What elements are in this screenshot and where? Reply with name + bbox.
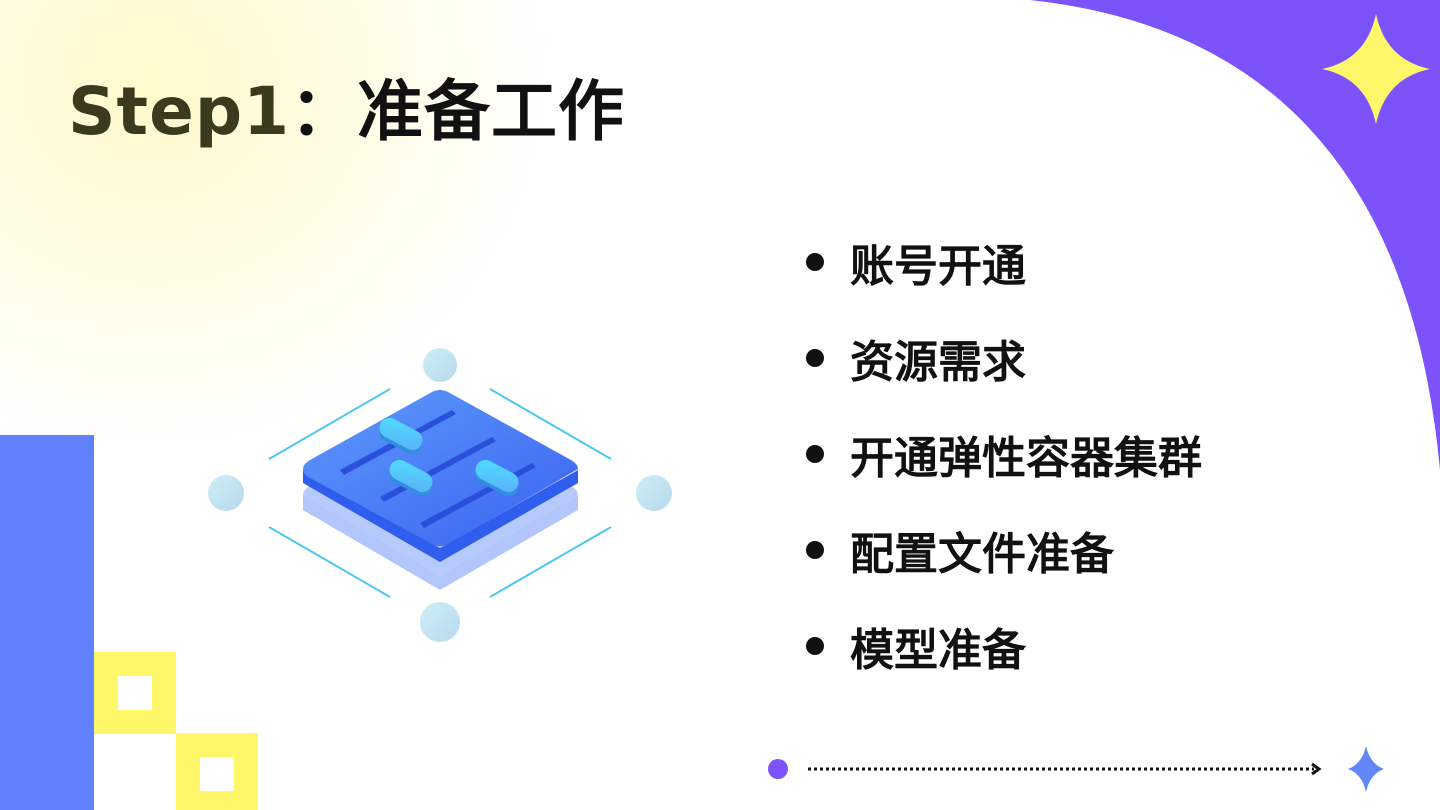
list-item-text: 开通弹性容器集群 bbox=[850, 433, 1202, 484]
list-item-text: 模型准备 bbox=[850, 625, 1026, 676]
list-item: 模型准备 bbox=[806, 598, 1202, 694]
bullet-dot-icon bbox=[806, 541, 824, 559]
bullet-dot-icon bbox=[806, 349, 824, 367]
yellow-square-decoration bbox=[94, 652, 176, 734]
list-item: 账号开通 bbox=[806, 214, 1202, 310]
list-item: 资源需求 bbox=[806, 310, 1202, 406]
title-text: 准备工作 bbox=[357, 73, 626, 150]
title-step: Step1 bbox=[68, 73, 291, 150]
bullet-dot-icon bbox=[806, 637, 824, 655]
bullet-dot-icon bbox=[806, 445, 824, 463]
list-item-text: 配置文件准备 bbox=[850, 529, 1114, 580]
four-point-star-icon bbox=[1348, 746, 1384, 792]
blue-bar-decoration bbox=[0, 435, 94, 810]
title-separator: ： bbox=[290, 73, 358, 150]
dot-icon bbox=[768, 759, 788, 779]
list-item-text: 资源需求 bbox=[850, 337, 1026, 388]
page-title: Step1：准备工作 bbox=[68, 58, 625, 154]
list-item: 开通弹性容器集群 bbox=[806, 406, 1202, 502]
bullet-list: 账号开通 资源需求 开通弹性容器集群 配置文件准备 模型准备 bbox=[806, 214, 1202, 694]
list-item-text: 账号开通 bbox=[850, 241, 1026, 292]
yellow-square-decoration bbox=[176, 733, 258, 810]
four-point-star-icon bbox=[1322, 14, 1430, 124]
node-top bbox=[423, 348, 457, 382]
bullet-dot-icon bbox=[806, 253, 824, 271]
list-item: 配置文件准备 bbox=[806, 502, 1202, 598]
